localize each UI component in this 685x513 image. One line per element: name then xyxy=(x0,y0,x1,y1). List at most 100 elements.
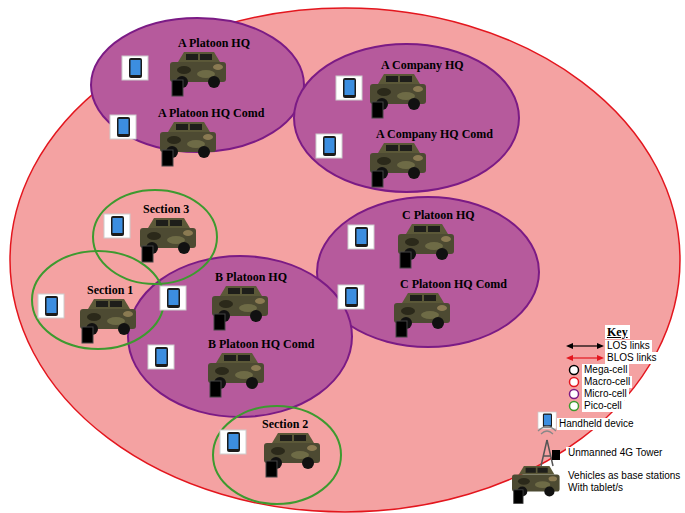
handheld-screen xyxy=(345,80,355,95)
handheld-frame xyxy=(160,286,186,310)
legend-text: Unmanned 4G Tower xyxy=(566,447,664,459)
handheld-icon xyxy=(110,115,136,139)
vehicle-wheel xyxy=(436,248,448,260)
handheld-icon xyxy=(148,345,174,369)
legend-heading: Key xyxy=(605,325,630,339)
vehicle-window xyxy=(242,288,254,294)
camo-patch xyxy=(377,157,391,165)
pico-outline xyxy=(31,250,165,350)
vehicle-window xyxy=(190,124,202,130)
handheld-frame xyxy=(220,430,246,454)
camo-patch xyxy=(413,155,423,161)
camo-patch xyxy=(215,367,229,375)
vehicle-cab xyxy=(168,122,210,132)
arrow-head xyxy=(566,355,573,361)
tower-signal xyxy=(538,427,556,435)
handheld-screen xyxy=(119,119,129,134)
tablet-icon xyxy=(514,490,523,504)
camo-patch xyxy=(377,88,391,96)
handheld-case xyxy=(227,432,240,452)
pico-ellipse xyxy=(213,406,341,504)
tablet-icon xyxy=(172,80,183,96)
vehicle-window xyxy=(414,226,426,232)
handheld-frame xyxy=(338,285,364,309)
tablet-icon xyxy=(266,461,277,477)
handheld-case xyxy=(111,216,124,236)
handheld-case xyxy=(323,136,336,156)
vehicle-wheel xyxy=(198,146,210,158)
camo-patch xyxy=(549,476,558,481)
vehicle-cab xyxy=(148,218,190,228)
vehicle-wheel xyxy=(178,242,190,254)
tablet-icon xyxy=(214,314,225,330)
legend-text: Vehicles as base stations With tablet/s xyxy=(566,470,685,494)
legend-text: Handheld device xyxy=(557,418,636,430)
vehicle-window xyxy=(176,124,188,130)
vehicle-wheel xyxy=(118,323,130,335)
vehicle-wheel xyxy=(432,317,444,329)
camo-patch xyxy=(413,86,423,92)
camo-patch xyxy=(177,66,191,74)
unit-label: A Company HQ xyxy=(381,58,464,72)
camo-patch xyxy=(401,307,415,315)
cell-sample xyxy=(570,390,579,399)
vehicle-window xyxy=(294,435,306,441)
camo-patch xyxy=(405,238,419,246)
handheld-frame xyxy=(348,225,374,249)
handheld-frame xyxy=(148,345,174,369)
camo-patch xyxy=(307,445,317,451)
unit-label: B Platoon HQ xyxy=(215,270,287,284)
camo-patch xyxy=(271,447,285,455)
micro-ellipse xyxy=(91,18,304,152)
unit-label: Section 1 xyxy=(87,283,133,297)
micro-cell: A Company HQA Company HQ Comd xyxy=(293,43,520,193)
handheld-frame xyxy=(316,134,342,158)
unit-label: B Platoon HQ Comd xyxy=(208,337,314,351)
pico-cell: Section 1 xyxy=(31,250,165,350)
legend-text: Macro-cell xyxy=(582,376,632,388)
handheld-screen xyxy=(229,434,239,449)
handheld-case xyxy=(117,117,130,137)
vehicle-window xyxy=(400,76,412,82)
micro-ellipse xyxy=(294,44,519,192)
arrow-head xyxy=(566,343,573,349)
tablet-icon xyxy=(142,246,153,262)
macro-cell-ellipse xyxy=(10,8,680,512)
vehicle-window xyxy=(186,54,198,60)
vehicle-window xyxy=(228,288,240,294)
handheld-case xyxy=(355,227,368,247)
vehicle-window xyxy=(170,220,182,226)
vehicle-window xyxy=(386,145,398,151)
vehicle-icon xyxy=(512,466,560,503)
arrow-head xyxy=(597,355,604,361)
handheld-frame xyxy=(104,214,130,238)
tablet-icon xyxy=(162,150,173,166)
pico-cell: Section 2 xyxy=(212,405,342,505)
vehicle-cab xyxy=(216,353,258,363)
vehicle-wheel xyxy=(250,310,262,322)
tablet-icon xyxy=(400,252,411,268)
vehicle-wheel xyxy=(408,167,420,179)
pico-ellipse xyxy=(93,190,217,284)
handheld-frame xyxy=(38,294,64,318)
vehicle-cab xyxy=(178,52,220,62)
vehicle-window xyxy=(400,145,412,151)
handheld-icon xyxy=(122,56,148,80)
camo-patch xyxy=(123,311,133,317)
vehicle-cab xyxy=(88,299,130,309)
handheld-case xyxy=(345,287,358,307)
handheld-icon xyxy=(348,225,374,249)
legend-text: Pico-cell xyxy=(582,400,624,412)
vehicle-window xyxy=(110,301,122,307)
vehicle-window xyxy=(96,301,108,307)
tablet-icon xyxy=(82,327,93,343)
link-line xyxy=(572,357,598,358)
vehicle-icon xyxy=(140,218,196,262)
handheld-screen xyxy=(131,60,141,75)
vehicle-window xyxy=(280,435,292,441)
camo-patch xyxy=(255,298,265,304)
handheld-frame xyxy=(336,76,362,100)
tower-mast xyxy=(541,440,553,466)
vehicle-window xyxy=(410,295,422,301)
